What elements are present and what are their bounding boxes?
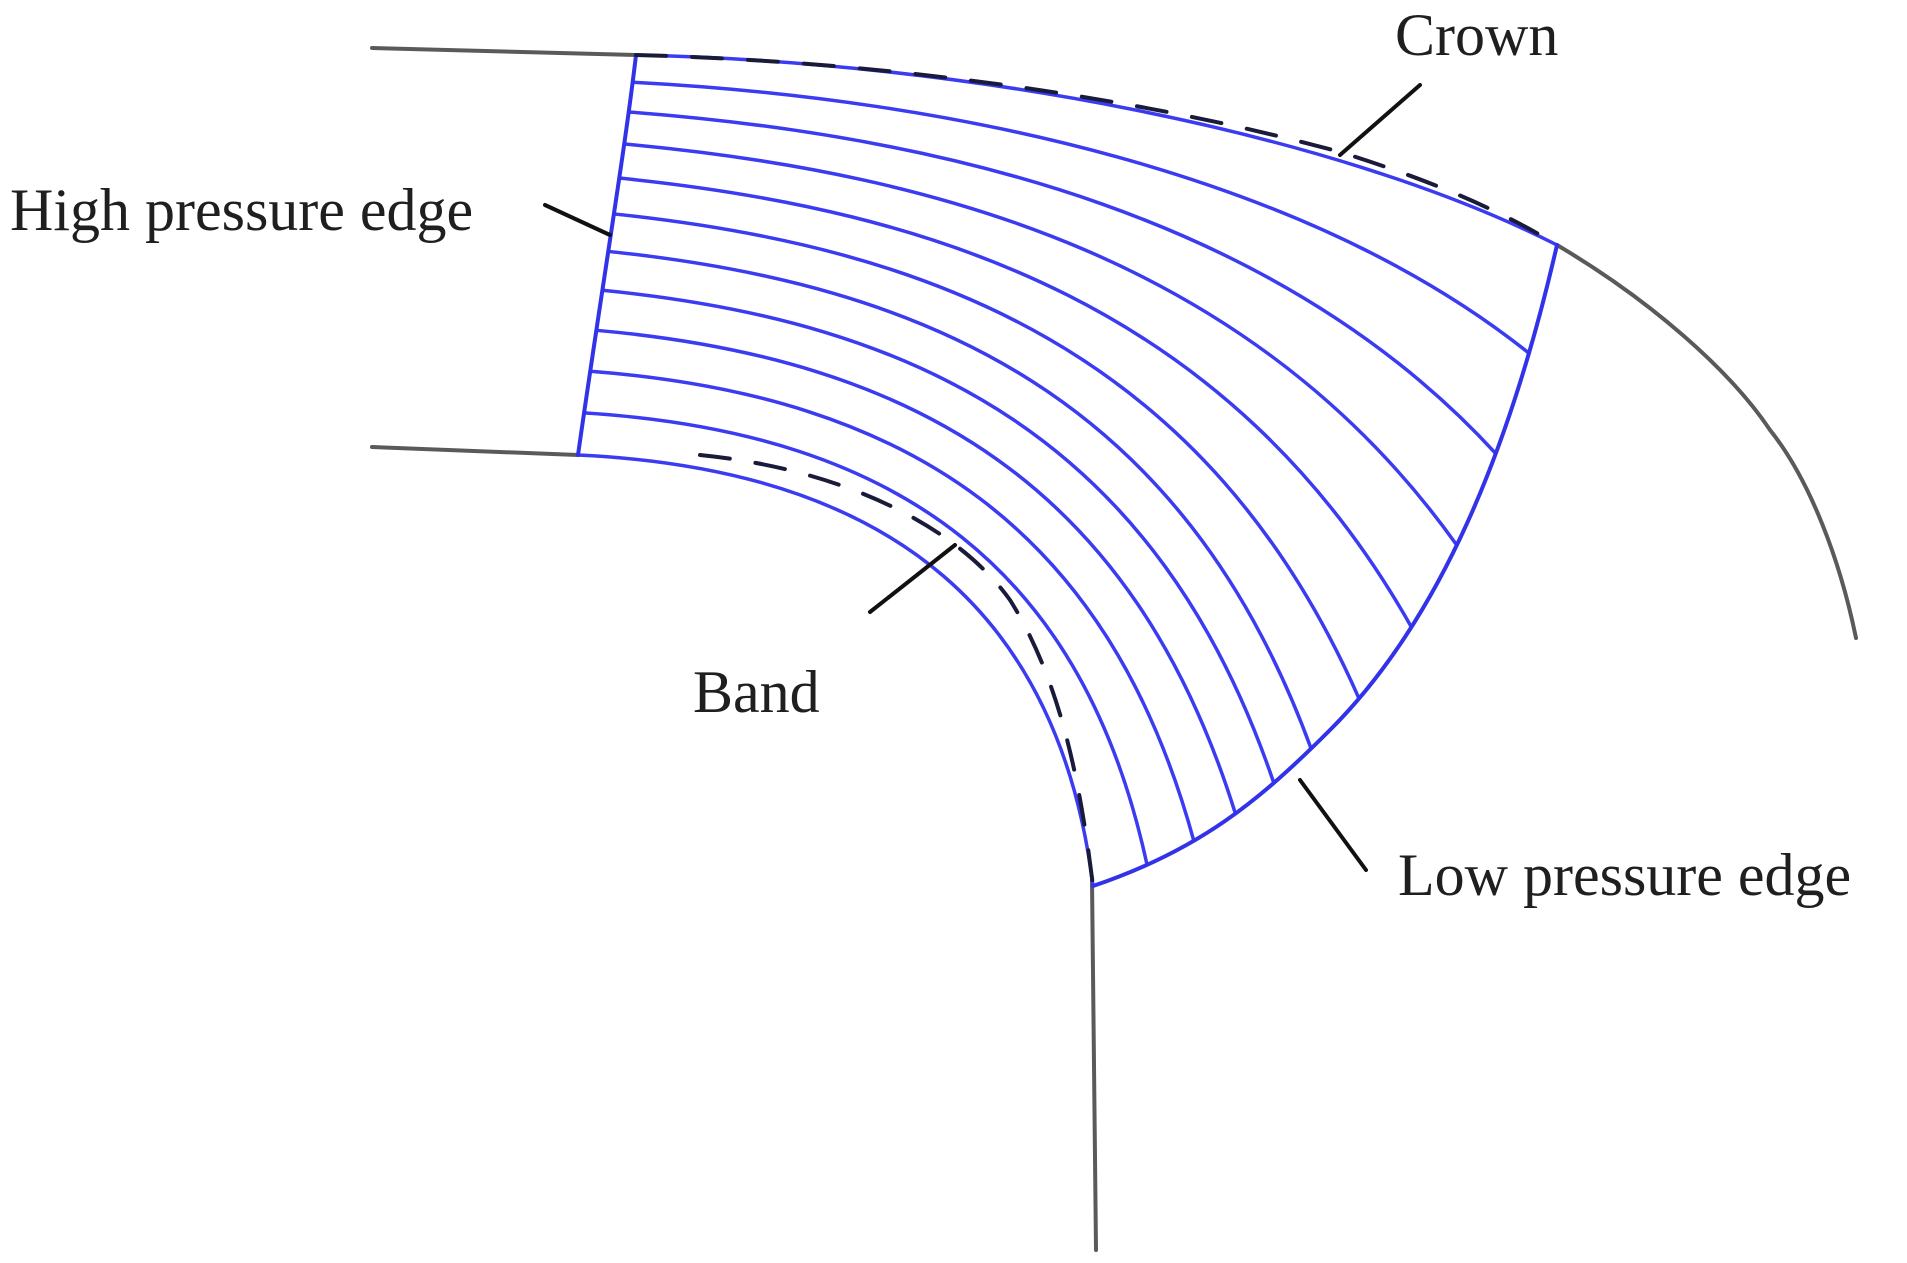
crown-leader [1338,83,1422,157]
leader-lines [543,83,1422,872]
streamline [606,249,1313,751]
high-pressure-edge-label: High pressure edge [10,177,473,243]
streamline [582,411,1149,867]
low-pressure-edge-line [1091,243,1559,888]
streamlines [576,53,1559,888]
band-inlet-line [370,445,580,457]
streamline [588,369,1196,843]
channel-outline [370,46,1858,1252]
crown-label: Crown [1395,2,1558,68]
band-streamline [576,453,1095,888]
high-pressure-edge-line [576,53,638,457]
low-pressure-edge-leader [1298,778,1368,872]
streamline [600,288,1276,785]
streamline [622,142,1459,547]
band-label: Band [693,659,820,725]
crown-outer-curve [1555,243,1858,640]
crown-dashed-overlay [634,53,1559,247]
streamline [617,176,1414,629]
low-pressure-edge-label: Low pressure edge [1398,842,1851,908]
streamline [630,80,1531,355]
streamline [594,328,1238,816]
crown-inlet-line [370,46,638,57]
high-pressure-edge-leader [543,203,612,237]
streamline [626,110,1498,456]
band-dashed-overlay [698,453,1095,888]
streamline [612,212,1361,701]
band-outlet-line [1090,878,1098,1252]
band-leader [868,543,957,614]
